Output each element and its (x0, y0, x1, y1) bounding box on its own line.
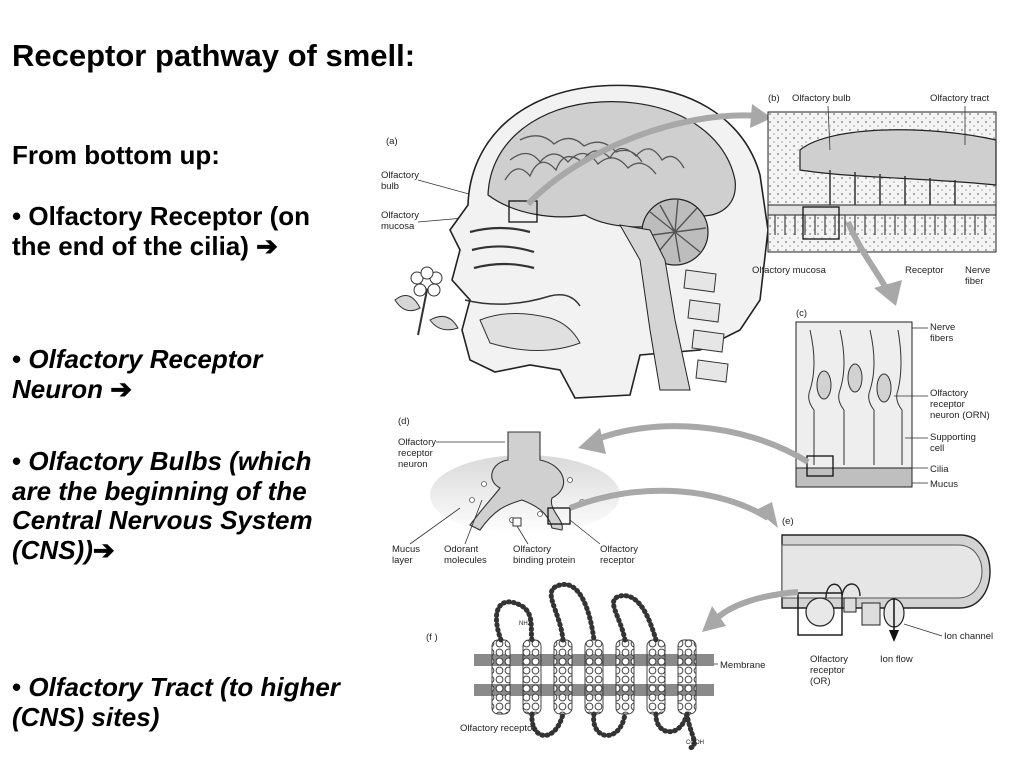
bullet-text: Olfactory Tract (to higher (CNS) sites) (12, 672, 340, 732)
arrow-icon (750, 104, 772, 128)
panel-b-olfactory-bulb: (b) Olfactory bulb Olfactory tract Olfac… (752, 93, 997, 287)
label-olfactory-tract: Olfactory tract (930, 93, 989, 104)
label-nh2: NH2 (519, 621, 532, 627)
bullet-mark: • (12, 201, 22, 231)
label-mucus: Mucus (930, 479, 958, 490)
bullet-text: Olfactory Receptor (on the end of the ci… (12, 201, 311, 261)
label-receptor-b: Receptor (905, 265, 944, 276)
label-ion-flow: Ion flow (880, 654, 913, 665)
slide-title: Receptor pathway of smell: (12, 38, 416, 73)
slide-subhead: From bottom up: (12, 140, 220, 170)
label-olfactory-receptor-f: Olfactory receptor (460, 723, 536, 734)
panel-e-tag: (e) (782, 516, 794, 527)
panel-b-tag: (b) (768, 93, 780, 104)
panel-c-tag: (c) (796, 308, 807, 319)
bullet-olfactory-tract: • Olfactory Tract (to higher (CNS) sites… (12, 672, 352, 732)
bullet-mark: • (12, 446, 22, 476)
panel-a-tag: (a) (386, 136, 398, 147)
bullet-mark: • (12, 344, 22, 374)
arrow-icon (578, 428, 606, 454)
bullet-olfactory-bulbs: • Olfactory Bulbs (which are the beginni… (12, 446, 352, 566)
bullet-text: Olfactory Bulbs (which are the beginning… (12, 446, 313, 565)
label-cooh: COOH (686, 740, 704, 746)
arrow-icon (702, 606, 726, 632)
label-ion-channel: Ion channel (944, 631, 993, 642)
panel-f-receptor-protein: (f ) NH2 COOH Membrane Olfactory recepto… (426, 582, 765, 751)
label-olfactory-mucosa-b: Olfactory mucosa (752, 265, 827, 276)
arrow-icon (874, 280, 902, 306)
right-arrow-icon: ➔ (110, 373, 133, 404)
label-olfactory-bulb-b: Olfactory bulb (792, 93, 851, 104)
label-cilia: Cilia (930, 464, 949, 475)
label-membrane: Membrane (720, 660, 765, 671)
right-arrow-icon: ➔ (92, 534, 115, 565)
bullet-olfactory-receptor: • Olfactory Receptor (on the end of the … (12, 201, 352, 261)
arrow-icon (756, 502, 778, 528)
right-arrow-icon: ➔ (256, 230, 278, 261)
panel-f-tag: (f ) (426, 632, 438, 643)
bullet-mark: • (12, 672, 22, 702)
bullet-olfactory-receptor-neuron: • Olfactory Receptor Neuron ➔ (12, 344, 352, 404)
bullet-text: Olfactory Receptor Neuron (12, 344, 263, 404)
panel-d-tag: (d) (398, 416, 410, 427)
flower-icon (394, 266, 459, 336)
